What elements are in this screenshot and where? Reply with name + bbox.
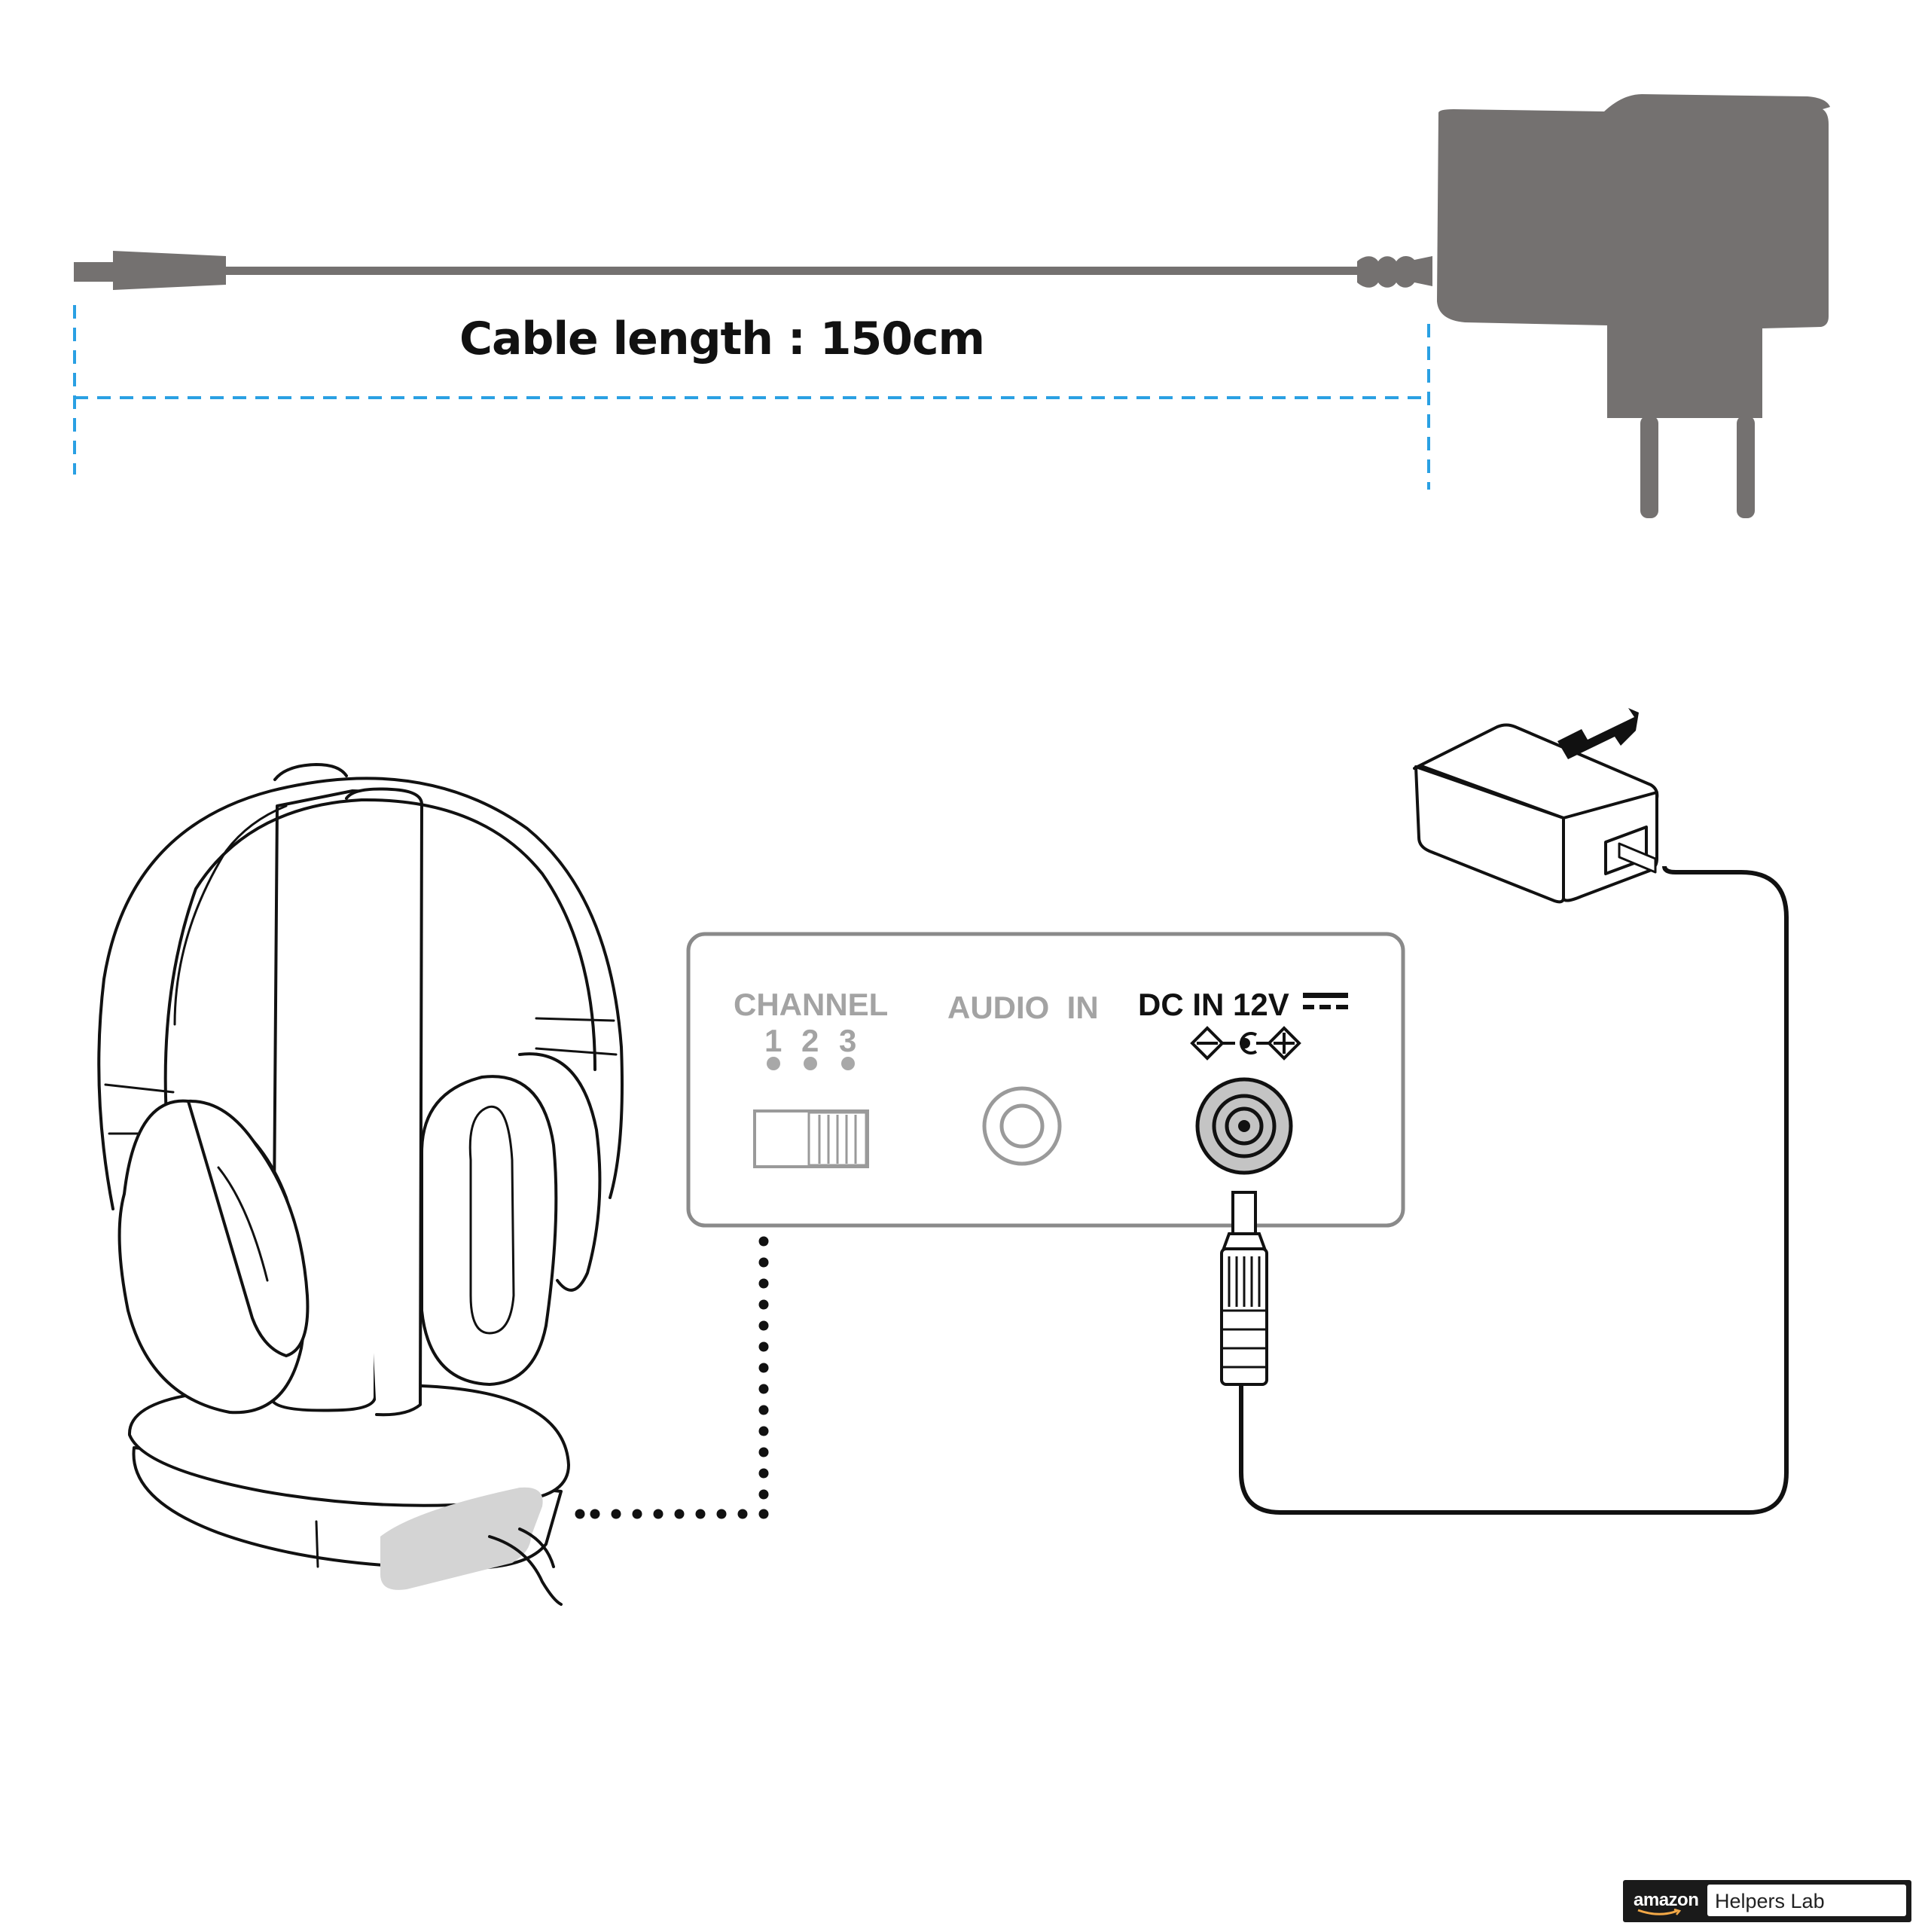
connection-panel [686, 932, 1405, 1228]
channel-number-1: 1 [764, 1023, 782, 1058]
cable-strain-relief [1357, 255, 1432, 288]
headband-inner [163, 798, 596, 1131]
stand-column-top [345, 787, 423, 1417]
wall-adapter-with-cable [74, 94, 1830, 518]
channel-dot-1 [767, 1057, 780, 1070]
adapter-prong-right [1737, 416, 1755, 518]
dc-in-label: DC IN 12V [1138, 987, 1289, 1022]
dc-in-jack[interactable] [1195, 1077, 1293, 1175]
power-cable [1239, 865, 1789, 1515]
headband-outer [97, 777, 624, 1210]
right-ear-inner [468, 1105, 515, 1335]
adapter-body [1437, 94, 1830, 418]
adapter-outline-connector [1618, 842, 1657, 874]
channel-dot-2 [804, 1057, 817, 1070]
cable-dimension-lines [73, 305, 1430, 490]
left-ear-cushion [187, 1099, 310, 1357]
headphones-on-stand [97, 763, 624, 1606]
headband-right-band [535, 1017, 618, 1056]
audio-in-jack[interactable] [982, 1086, 1062, 1166]
helpers-lab-badge: amazon Helpers Lab [1623, 1880, 1911, 1922]
headband-top-nub [273, 763, 348, 781]
cable-length-label: Cable length : 150cm [459, 313, 985, 365]
channel-dot-3 [841, 1057, 855, 1070]
power-adapter-outline [1413, 723, 1659, 904]
panel-frame [686, 932, 1405, 1228]
right-ear-cushion-outer [518, 1052, 602, 1292]
dotted-connector [575, 1236, 769, 1519]
channel-slide-switch[interactable] [753, 1109, 869, 1168]
headband-middle [173, 804, 288, 1026]
badge-name-box: Helpers Lab [1707, 1885, 1906, 1916]
cable-line [224, 267, 1369, 275]
left-ear-inner [217, 1166, 269, 1282]
adapter-prong-left [1640, 416, 1658, 518]
insert-arrow-icon [1557, 708, 1639, 759]
right-ear-cup [420, 1075, 558, 1386]
dc-plug-and-cable [1220, 865, 1789, 1515]
stand-base-seam [315, 1520, 319, 1568]
channel-number-2: 2 [801, 1023, 819, 1058]
audio-in-label: AUDIO IN [947, 990, 1099, 1025]
badge-name: Helpers Lab [1715, 1890, 1825, 1912]
stand-cable-notch [380, 1487, 543, 1590]
dc-plug-pin [1231, 1191, 1257, 1235]
dc-dashes-icon [1303, 993, 1348, 1009]
polarity-icon [1190, 1026, 1301, 1061]
amazon-logo: amazon [1634, 1890, 1699, 1910]
amazon-smile-icon [1637, 1909, 1682, 1915]
cable-plug-tip [74, 251, 226, 290]
channel-number-3: 3 [839, 1023, 857, 1058]
dc-plug-body [1220, 1247, 1268, 1386]
stand-cable-2 [518, 1528, 555, 1568]
stand-cable [488, 1535, 563, 1606]
dc-plug-grip [1222, 1256, 1267, 1369]
channel-label: CHANNEL [734, 987, 889, 1022]
